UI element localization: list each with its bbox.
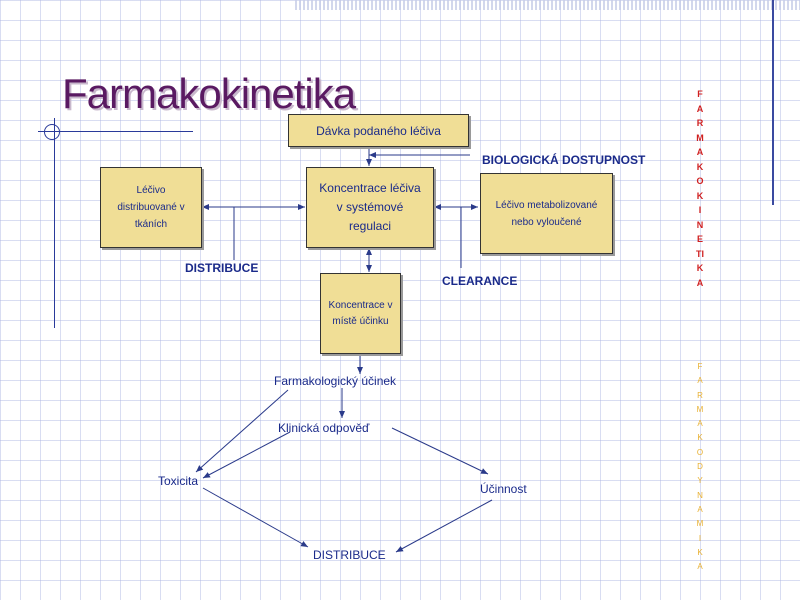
label-efficacy: Účinnost bbox=[480, 482, 527, 496]
side-letter: A bbox=[697, 562, 703, 572]
box-tissue: Léčivo distribuované v tkáních bbox=[100, 167, 202, 248]
side-letter: Y bbox=[697, 476, 703, 486]
side-letter: A bbox=[697, 376, 703, 386]
left-decor-line bbox=[54, 118, 55, 328]
side-letter: O bbox=[696, 176, 704, 186]
label-pharm-effect: Farmakologický účinek bbox=[274, 374, 397, 388]
side-letter: N bbox=[697, 490, 703, 500]
side-letter: A bbox=[697, 419, 703, 429]
label-clinical-response: Klinická odpověď bbox=[278, 421, 370, 435]
side-letter: M bbox=[696, 132, 704, 143]
side-letter: TI bbox=[696, 248, 704, 259]
side-letter: A bbox=[697, 504, 703, 514]
arrow-efficacy-bottom bbox=[395, 499, 493, 553]
side-letter: A bbox=[696, 277, 704, 288]
label-bio-availability: BIOLOGICKÁ DOSTUPNOST bbox=[482, 153, 646, 167]
box-systemic-concentration: Koncentrace léčiva v systémové regulaci bbox=[306, 167, 434, 248]
top-decor-band bbox=[295, 0, 800, 10]
page-title: Farmakokinetika bbox=[62, 70, 356, 117]
label-distribution-bottom: DISTRIBUCE bbox=[313, 548, 386, 562]
box-metabolized: Léčivo metabolizované nebo vyloučené bbox=[480, 173, 613, 254]
side-letter: M bbox=[696, 519, 704, 529]
side-letter: A bbox=[696, 103, 704, 114]
side-letter: R bbox=[696, 118, 704, 128]
arrow-toxicity-bottom bbox=[202, 487, 309, 548]
arrow-effect-toxicity bbox=[195, 389, 289, 473]
side-letter: K bbox=[696, 161, 704, 172]
side-letter: R bbox=[697, 390, 703, 400]
side-letter: E bbox=[696, 234, 703, 244]
side-letter: F bbox=[697, 362, 703, 371]
side-letter: O bbox=[696, 447, 704, 457]
label-toxicity: Toxicita bbox=[158, 474, 199, 488]
right-decor-line bbox=[772, 0, 774, 205]
side-letter: I bbox=[698, 533, 702, 543]
side-letter: M bbox=[696, 404, 704, 414]
side-letter: K bbox=[697, 547, 703, 557]
decor-circle bbox=[44, 124, 60, 140]
side-letter: K bbox=[696, 190, 704, 201]
box-site-concentration: Koncentrace v místě účinku bbox=[320, 273, 401, 354]
side-letter: A bbox=[696, 147, 704, 157]
side-letter: N bbox=[696, 219, 704, 230]
label-clearance: CLEARANCE bbox=[442, 274, 518, 288]
arrow-clinical-toxicity bbox=[202, 431, 291, 479]
side-letter: F bbox=[697, 89, 703, 99]
side-letter: K bbox=[697, 433, 703, 443]
title-underline bbox=[38, 131, 193, 132]
side-letter: D bbox=[697, 462, 703, 472]
box-dose: Dávka podaného léčiva bbox=[288, 114, 469, 147]
label-distribution: DISTRIBUCE bbox=[185, 261, 259, 275]
side-letter: K bbox=[696, 263, 704, 273]
arrow-clinical-efficacy bbox=[391, 427, 489, 475]
side-letter: I bbox=[698, 205, 702, 215]
